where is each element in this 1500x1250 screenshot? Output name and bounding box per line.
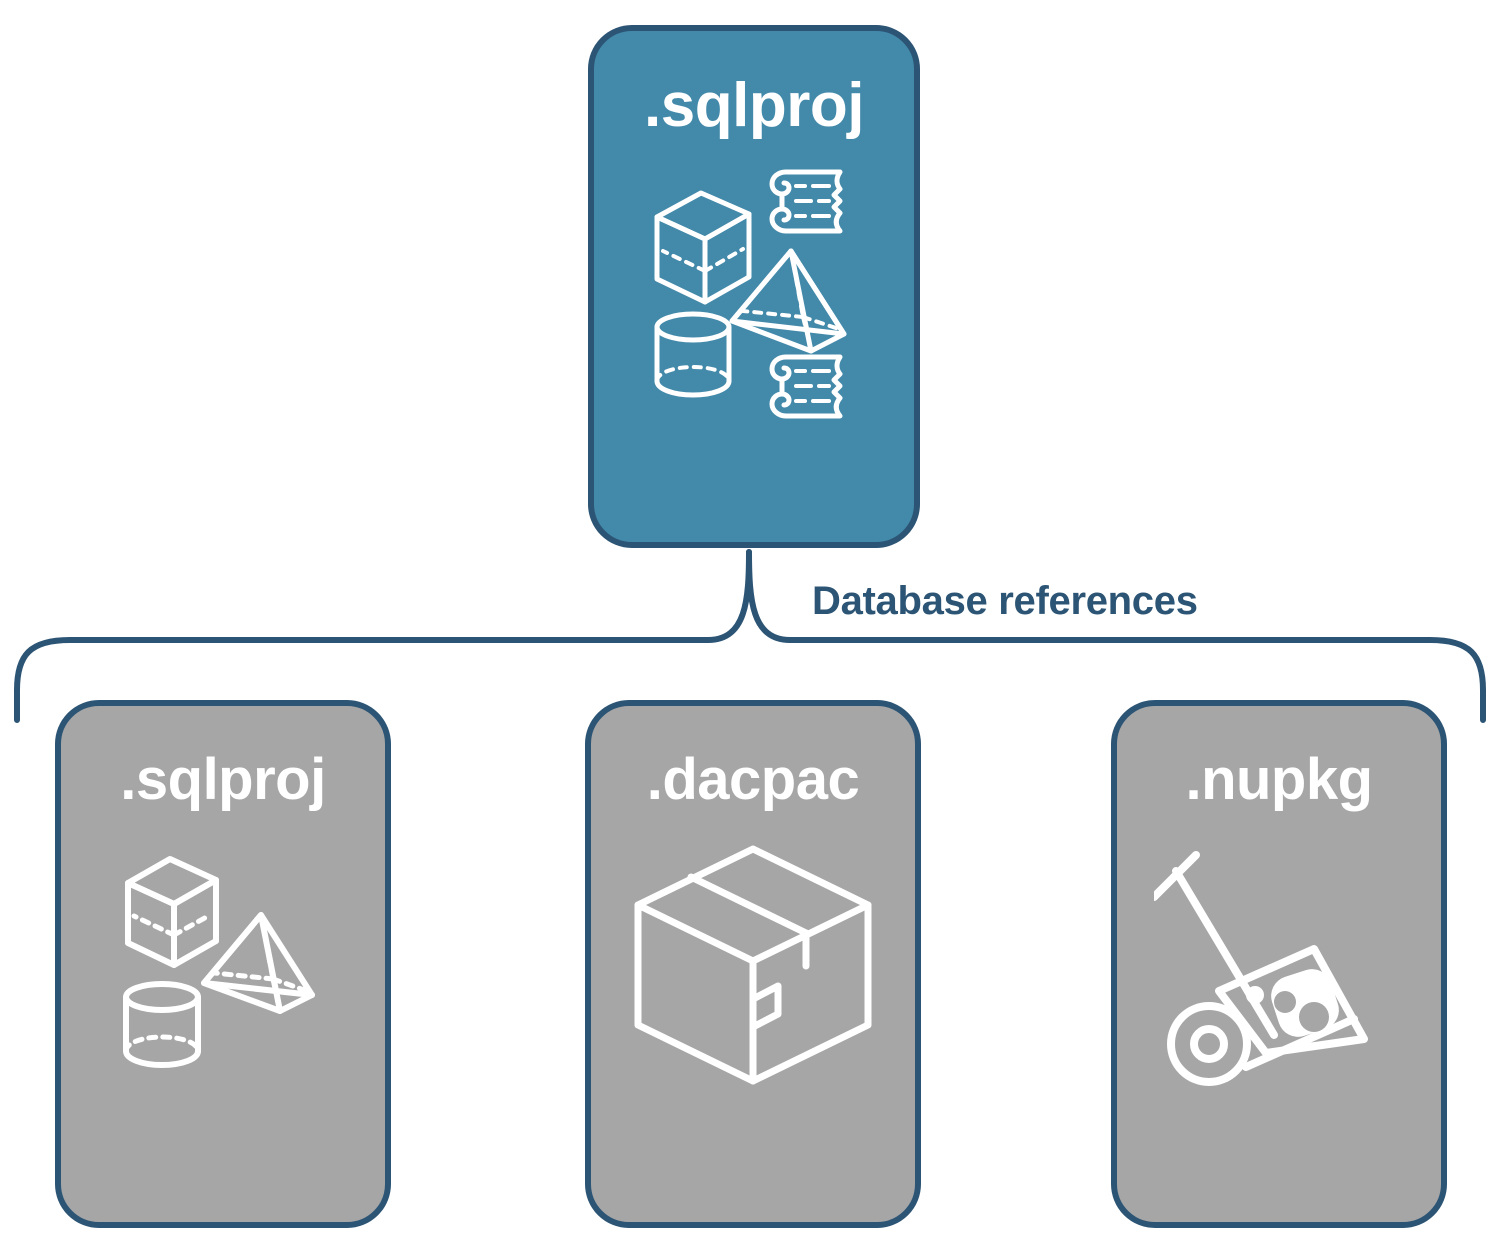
sqlproj-ref-icon-group [98,839,348,1089]
node-reference-dacpac[interactable]: .dacpac [585,700,921,1228]
node-reference-nupkg[interactable]: .nupkg [1111,700,1447,1228]
node-reference-sqlproj-label: .sqlproj [120,747,326,812]
cylinder-icon [654,311,732,398]
cube-icon [654,190,752,305]
pyramid-icon [729,248,847,354]
node-reference-sqlproj[interactable]: .sqlproj [55,700,391,1228]
scroll-icon [769,169,843,234]
node-sqlproj-root[interactable]: .sqlproj [588,25,920,548]
nuget-package-icon [1215,945,1368,1057]
pyramid-icon [201,912,315,1014]
scroll-icon [769,354,843,419]
nuget-logo-dots [1274,991,1329,1032]
dacpac-icon-group [628,839,878,1089]
cube-icon [125,856,219,968]
database-references-label: Database references [812,579,1198,623]
nupkg-icon-group [1154,839,1404,1089]
node-sqlproj-root-label: .sqlproj [644,71,864,140]
cylinder-icon [123,981,201,1068]
shipping-box-icon [634,845,872,1085]
hand-truck-icon [1154,851,1358,1086]
database-references-brace [14,549,1486,723]
node-reference-nupkg-label: .nupkg [1185,747,1373,812]
node-reference-dacpac-label: .dacpac [646,747,860,812]
sqlproj-root-icon-group [639,159,869,424]
